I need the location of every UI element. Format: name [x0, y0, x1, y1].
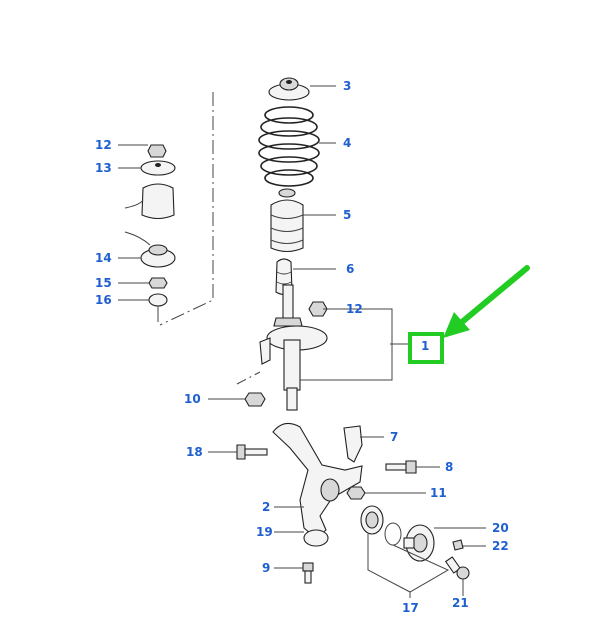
bolt-part-18	[236, 444, 268, 460]
callout-labels: 1 2 3 4 5 6 7 8 9 10 11 12 12 13 14 15 1…	[95, 79, 509, 615]
callout-13: 13	[95, 161, 112, 175]
bolt-part-21	[444, 556, 470, 580]
ball-joint-part-19	[303, 529, 329, 547]
leader-lines	[118, 85, 486, 598]
bolt-part-9	[302, 562, 314, 584]
callout-6: 6	[346, 262, 354, 276]
callout-7: 7	[390, 430, 398, 444]
knuckle-part-2	[272, 422, 363, 539]
bracket-part-7	[343, 425, 363, 463]
knuckle-bore	[320, 478, 340, 502]
callout-10: 10	[184, 392, 201, 406]
callout-8: 8	[445, 460, 453, 474]
strut-assembly-part-1	[259, 284, 328, 411]
callout-14: 14	[95, 251, 112, 265]
callout-17: 17	[402, 601, 419, 615]
dust-boot-part-5	[270, 188, 304, 253]
callout-5: 5	[343, 208, 351, 222]
callout-16: 16	[95, 293, 112, 307]
top-mount-part-3	[268, 77, 310, 101]
upper-mount-assembly	[124, 144, 176, 322]
nut-part-11	[346, 486, 366, 500]
callout-12-left: 12	[95, 138, 112, 152]
nut-part-10	[244, 392, 266, 407]
guide-lines	[159, 92, 261, 385]
callout-22: 22	[492, 539, 509, 553]
callout-12-right: 12	[346, 302, 363, 316]
callout-11: 11	[430, 486, 447, 500]
callout-2: 2	[262, 500, 270, 514]
callout-3: 3	[343, 79, 351, 93]
callout-4: 4	[343, 136, 351, 150]
callout-20: 20	[492, 521, 509, 535]
callout-15: 15	[95, 276, 112, 290]
callout-19: 19	[256, 525, 273, 539]
stud-part-22	[452, 539, 464, 551]
bolt-part-8	[385, 460, 417, 474]
nut-part-12	[308, 301, 328, 317]
callout-9: 9	[262, 561, 270, 575]
callout-18: 18	[186, 445, 203, 459]
coil-spring-part-4	[258, 106, 320, 187]
bearing-part-17	[360, 505, 402, 546]
hub-part-20	[403, 524, 435, 562]
callout-21: 21	[452, 596, 469, 610]
callout-1: 1	[421, 339, 429, 353]
highlight-marker	[408, 265, 530, 364]
